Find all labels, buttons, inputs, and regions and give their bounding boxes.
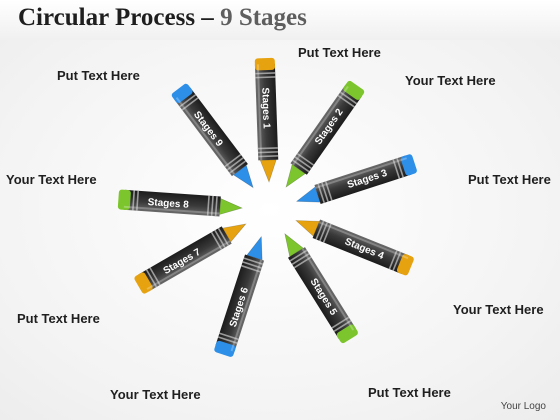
crayon-stage-1: Stages 1 xyxy=(254,57,279,183)
crayon-cap xyxy=(254,57,276,71)
stage-2-text: Your Text Here xyxy=(405,73,496,88)
crayon-cap xyxy=(171,83,193,104)
page-title: Circular Process – 9 Stages xyxy=(18,4,307,32)
crayon-tip xyxy=(222,223,247,243)
crayon-label-stage-8: Stages 8 xyxy=(147,197,189,211)
crayon-tip xyxy=(246,235,263,261)
crayon-label-stage-1: Stages 1 xyxy=(259,87,271,129)
logo-placeholder: Your Logo xyxy=(500,401,546,412)
crayon-stage-7: Stages 7 xyxy=(134,223,247,294)
title-main: Circular Process – xyxy=(18,4,214,31)
crayon-tip xyxy=(232,164,254,189)
crayon-body xyxy=(314,155,412,205)
title-bar: Circular Process – 9 Stages xyxy=(0,0,560,40)
stage-1-text: Put Text Here xyxy=(298,45,381,60)
stage-7-text: Put Text Here xyxy=(17,311,100,326)
crayon-cap xyxy=(336,324,358,344)
stage-8-text: Your Text Here xyxy=(6,172,97,187)
crayon-stage-4: Stages 4 xyxy=(295,219,414,276)
crayon-tip xyxy=(295,220,320,237)
crayon-cap xyxy=(400,154,417,176)
crayon-body xyxy=(123,189,221,217)
crayon-stage-6: Stages 6 xyxy=(214,235,265,357)
title-sub: 9 Stages xyxy=(220,4,307,31)
crayon-tip xyxy=(259,159,277,183)
crayon-tip xyxy=(295,186,321,203)
stage-6-text: Your Text Here xyxy=(110,387,201,402)
crayon-body xyxy=(312,219,410,274)
crayon-body xyxy=(174,87,248,177)
stage-5-text: Put Text Here xyxy=(368,385,451,400)
crayon-body xyxy=(138,226,232,292)
crayon-cap xyxy=(396,254,414,276)
crayon-cap xyxy=(343,80,365,100)
stage-3-text: Put Text Here xyxy=(468,172,551,187)
crayon-stage-9: Stages 9 xyxy=(171,83,254,189)
crayon-cap xyxy=(134,272,153,294)
crayon-body xyxy=(215,254,265,352)
stage-9-text: Put Text Here xyxy=(57,68,140,83)
crayon-body xyxy=(288,247,356,340)
crayon-stage-3: Stages 3 xyxy=(295,154,417,205)
crayon-cap xyxy=(214,340,236,357)
crayon-cap xyxy=(117,189,131,211)
crayon-body xyxy=(290,84,362,175)
stage-4-text: Your Text Here xyxy=(453,302,544,317)
crayon-body xyxy=(254,63,279,161)
crayon-stage-8: Stages 8 xyxy=(117,189,243,217)
crayon-tip xyxy=(219,198,243,215)
